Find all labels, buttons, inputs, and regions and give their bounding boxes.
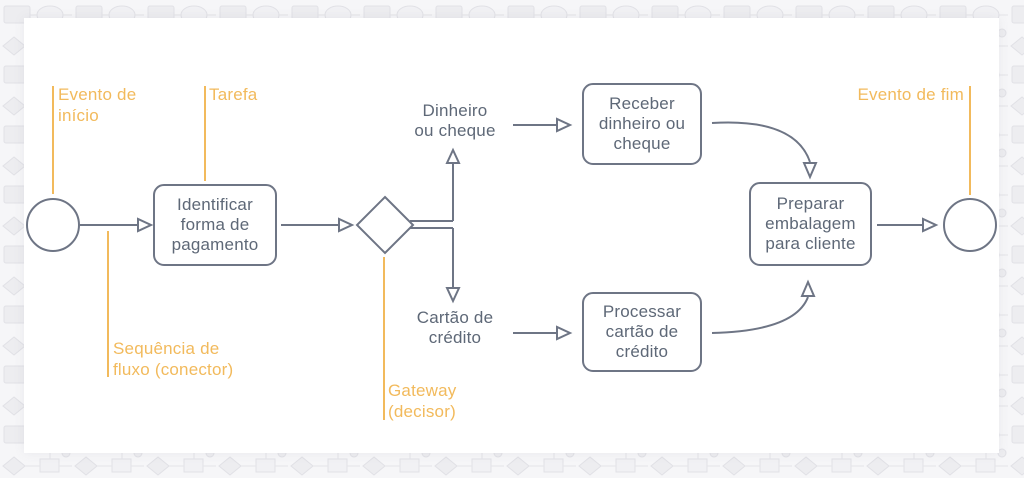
gateway-up-arrowhead [445,147,461,164]
gateway-down-connector [410,227,454,287]
receive-to-prepare-connector [711,121,811,163]
label-card-branch: Cartão de crédito [416,308,494,347]
gateway-up-connector [410,164,454,222]
gateway-diamond [355,195,415,255]
process-to-prepare-arrowhead [800,279,816,297]
label-cash-branch: Dinheiro ou cheque [414,101,496,140]
card-to-process-arrowhead [556,325,573,341]
annotation-task: Tarefa [209,85,258,104]
end-event-circle [943,198,997,252]
task-identify-payment: Identificar forma de pagamento [153,184,277,266]
start-event-circle [26,198,80,252]
process-to-prepare-connector [711,296,809,334]
receive-to-prepare-arrowhead [802,162,818,180]
gateway-down-arrowhead [445,287,461,304]
annotation-sequence-flow: Sequência de fluxo (conector) [113,339,234,379]
annotation-start-event: Evento de início [58,85,137,125]
prepare-to-end-arrowhead [922,217,939,233]
start-to-identify-arrowhead [137,217,154,233]
annotation-end-event: Evento de fim [857,85,964,104]
identify-to-gateway-arrowhead [338,217,355,233]
task-receive-cash: Receber dinheiro ou cheque [582,83,702,165]
task-process-card: Processar cartão de crédito [582,292,702,372]
cash-to-receive-arrowhead [556,117,573,133]
annotation-gateway: Gateway (decisor) [388,381,457,421]
task-prepare-package: Preparar embalagem para cliente [749,182,872,266]
